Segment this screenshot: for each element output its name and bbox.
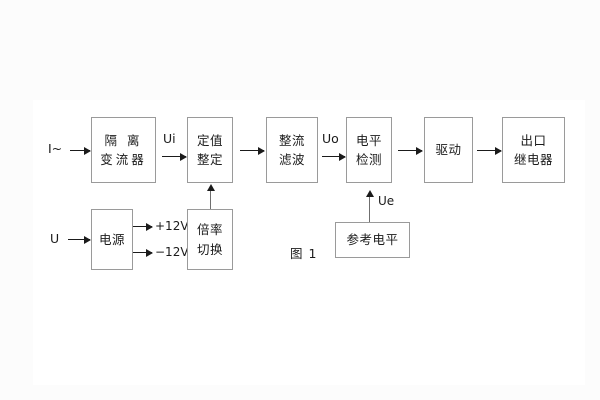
arrow-multiplier-to-setting: [206, 184, 215, 209]
signal-ue-label: Ue: [378, 194, 395, 208]
block-setting-value: 定值 整定: [187, 117, 233, 183]
block-isolation-transformer: 隔 离 变流器: [91, 117, 156, 183]
block-multiplier-switch-line1: 倍率: [196, 222, 223, 238]
block-multiplier-switch: 倍率 切换: [187, 209, 233, 270]
arrow-power-supply-positive: [133, 222, 153, 231]
block-output-relay: 出口 继电器: [502, 117, 565, 183]
block-multiplier-switch-line2: 切换: [196, 241, 223, 257]
block-power-supply: 电源: [91, 209, 133, 270]
block-reference-level-line1: 参考电平: [346, 232, 399, 248]
block-isolation-transformer-line2: 变流器: [100, 152, 147, 167]
arrow-drive-to-output-relay: [477, 146, 502, 155]
block-output-relay-line2: 继电器: [513, 152, 553, 167]
block-level-detection: 电平 检测: [346, 117, 392, 183]
current-input-label: I~: [48, 141, 63, 156]
arrow-rectifier-to-level: [322, 152, 346, 161]
block-setting-value-line2: 整定: [196, 152, 223, 167]
figure-caption: 图 1: [290, 246, 318, 261]
arrow-setting-to-rectifier: [240, 146, 265, 155]
block-level-detection-line1: 电平: [355, 132, 382, 148]
block-rectifier-filter: 整流 滤波: [266, 117, 318, 183]
block-level-detection-line2: 检测: [355, 152, 382, 167]
block-output-relay-line1: 出口: [520, 132, 547, 148]
arrow-level-to-drive: [398, 146, 423, 155]
supply-negative-label: −12V: [155, 245, 189, 259]
block-isolation-transformer-line1: 隔 离: [104, 132, 143, 148]
block-setting-value-line1: 定值: [196, 132, 223, 148]
arrow-isolation-to-setting: [162, 152, 187, 161]
arrow-voltage-to-power-supply: [68, 235, 91, 244]
supply-positive-label: +12V: [155, 219, 189, 233]
block-rectifier-filter-line1: 整流: [278, 132, 305, 148]
arrow-power-supply-negative: [133, 248, 153, 257]
block-rectifier-filter-line2: 滤波: [278, 152, 305, 167]
arrow-current-to-isolation: [70, 146, 91, 155]
arrow-reference-to-level-detection: [365, 190, 374, 222]
signal-uo-label: Uo: [322, 131, 339, 146]
voltage-input-label: U: [50, 231, 60, 246]
block-drive: 驱动: [424, 117, 473, 183]
block-power-supply-line1: 电源: [98, 231, 125, 247]
block-reference-level: 参考电平: [335, 222, 410, 258]
signal-ui-label: Ui: [163, 131, 176, 146]
block-drive-line1: 驱动: [435, 142, 462, 158]
